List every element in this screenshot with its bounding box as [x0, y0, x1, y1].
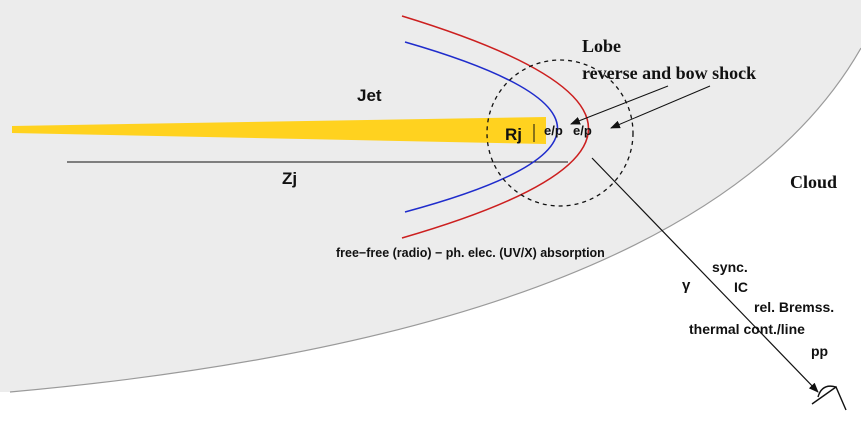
- line-of-sight-arrow: [591, 157, 819, 393]
- cloud-label: Cloud: [790, 172, 837, 192]
- gamma-label: γ: [682, 277, 691, 294]
- zj-label: Zj: [282, 169, 297, 188]
- jet-beam: [12, 117, 546, 144]
- pp-label: pp: [811, 343, 828, 359]
- shocks-label: reverse and bow shock: [582, 63, 756, 83]
- electron-proton-label-left: e/p: [544, 123, 563, 138]
- absorption-label: free−free (radio) − ph. elec. (UV/X) abs…: [336, 246, 605, 260]
- sync-label: sync.: [712, 259, 748, 275]
- eye-icon: [811, 385, 847, 411]
- bow-shock-arrow: [610, 85, 711, 129]
- reverse-shock-curve: [404, 41, 559, 213]
- ic-label: IC: [734, 279, 748, 295]
- rj-label: Rj: [505, 125, 522, 144]
- jet-label: Jet: [357, 86, 382, 105]
- reverse-shock-arrow: [570, 85, 669, 125]
- electron-proton-label-right: e/p: [573, 123, 592, 138]
- bremsstrahlung-label: rel. Bremss.: [754, 299, 834, 315]
- cloud-region: [0, 0, 861, 392]
- bow-shock-curve: [401, 15, 590, 239]
- lobe-label: Lobe: [582, 36, 621, 56]
- lobe-circle: [486, 59, 634, 207]
- cloud-boundary: [9, 47, 861, 393]
- thermal-label: thermal cont./line: [689, 321, 805, 337]
